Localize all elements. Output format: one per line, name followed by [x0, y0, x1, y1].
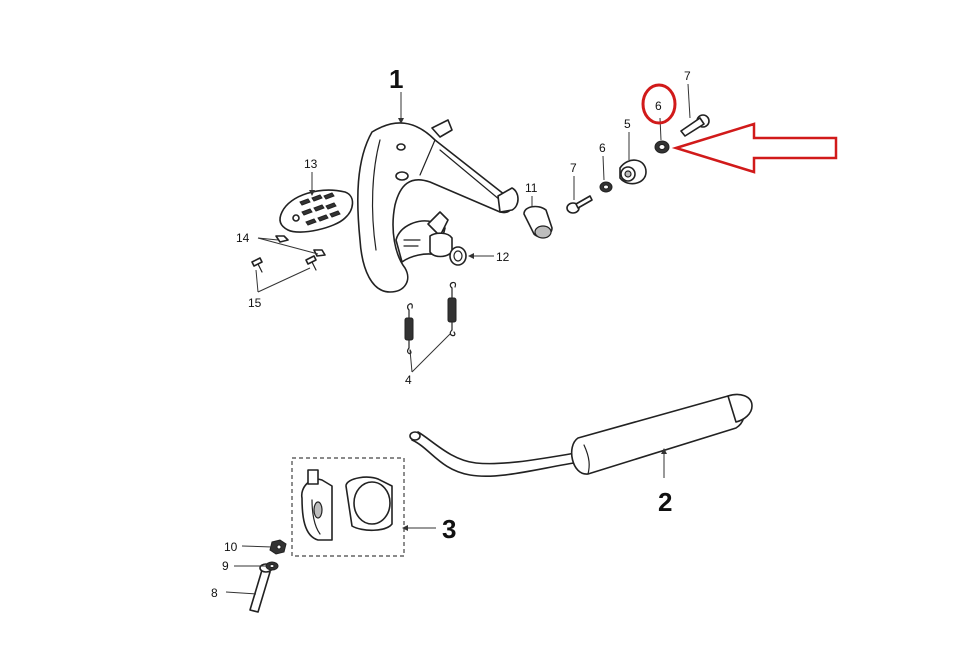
callout-10: 10 — [224, 540, 238, 554]
clamp-nut-part — [269, 539, 287, 555]
callout-1: 1 — [389, 64, 403, 94]
callout-7-upper: 7 — [684, 69, 691, 83]
rubber-mount-part — [523, 205, 553, 239]
heat-shield-part — [279, 189, 354, 233]
callout-2: 2 — [658, 487, 672, 517]
callout-6-highlighted: 6 — [655, 99, 662, 113]
callout-13: 13 — [304, 157, 318, 171]
callout-9: 9 — [222, 559, 229, 573]
callout-7-lower: 7 — [570, 161, 577, 175]
callout-8: 8 — [211, 586, 218, 600]
washer-part-upper — [654, 140, 670, 154]
shield-clips-part — [275, 235, 326, 257]
shield-screws-part — [251, 255, 317, 273]
washer-part-lower — [599, 181, 613, 193]
gasket-part — [449, 246, 467, 266]
silencer-part — [409, 393, 753, 477]
callout-4: 4 — [405, 373, 412, 387]
callout-6: 6 — [599, 141, 606, 155]
leader-lines — [225, 83, 691, 595]
clamp-kit-part — [291, 457, 405, 557]
callout-11: 11 — [525, 181, 538, 195]
spacer-part — [619, 159, 647, 185]
clamp-washer-part — [265, 561, 279, 571]
callout-12: 12 — [496, 250, 510, 264]
callout-15: 15 — [248, 296, 262, 310]
springs-part — [404, 281, 457, 355]
callout-3: 3 — [442, 514, 456, 544]
red-annotation — [641, 83, 838, 174]
clamp-bolt-part — [249, 563, 273, 613]
bolt-part-lower — [566, 195, 593, 214]
expansion-chamber-part — [357, 119, 519, 293]
highlight-circle — [641, 83, 677, 125]
bolt-part-upper — [680, 114, 710, 137]
hollow-left-arrow-icon — [671, 122, 838, 174]
callout-5: 5 — [624, 117, 631, 131]
callout-14: 14 — [236, 231, 250, 245]
callout-labels: 1 2 3 4 5 6 6 7 7 8 9 10 11 12 13 14 15 — [211, 64, 691, 600]
